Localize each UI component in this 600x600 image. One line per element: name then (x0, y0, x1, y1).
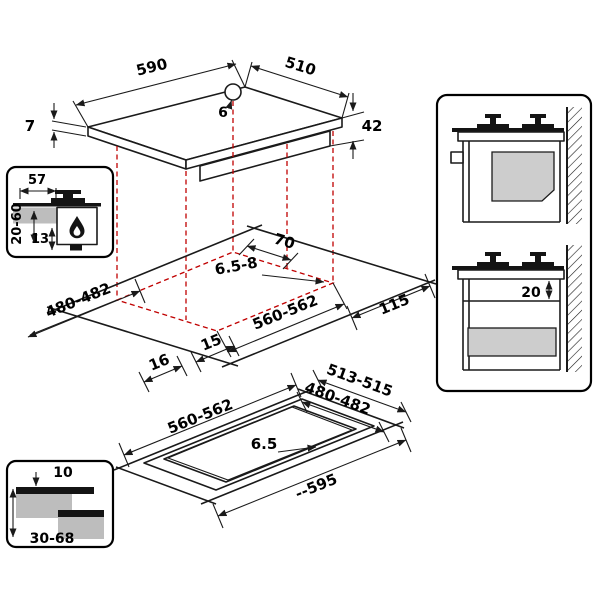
dim-glass-thickness: 7 (25, 117, 35, 135)
wall-hatching (567, 245, 582, 372)
cabinet-views-panel: 20 (435, 93, 593, 393)
side-view-top (450, 107, 582, 224)
hob-glass-side (452, 128, 564, 132)
dim-rear-clearance: 70 (272, 230, 297, 253)
burner-icon (530, 252, 546, 256)
panel-top-layer (16, 487, 94, 494)
section-inset: 57 20-60 13 (5, 165, 115, 259)
dim-hob-depth: 510 (283, 53, 318, 79)
hob-glass-side (452, 266, 564, 270)
side-knob (450, 151, 464, 164)
dim-worktop-thickness-range: 20-60 (10, 203, 25, 245)
gas-connection-stub (70, 244, 82, 251)
burner-icon (485, 252, 501, 256)
side-view-bottom: 20 (452, 245, 582, 372)
dim-recess-width: --595 (292, 470, 339, 503)
dim-connection-offset: 13 (31, 232, 49, 247)
dim-hob-height: 42 (362, 117, 383, 135)
thickness-inset: 10 30-68 (5, 459, 115, 549)
gas-inlet-marker (224, 83, 242, 101)
dim-flush-cutout-width: 560-562 (165, 395, 236, 437)
wall-hatching (567, 107, 582, 224)
burner-cap (55, 190, 81, 194)
dim-panel-thickness: 10 (53, 465, 73, 481)
dim-side-clearance: 115 (376, 290, 412, 318)
burner-icon (530, 114, 546, 118)
dim-cutout-width: 560-562 (250, 291, 321, 333)
dim-side-overhang: 16 (146, 350, 172, 375)
built-in-oven (491, 151, 555, 202)
dim-shelf-clearance: 20 (521, 285, 541, 301)
drawer (467, 327, 557, 357)
dim-burner-width: 57 (28, 173, 46, 188)
worktop-slab-thick (58, 517, 104, 539)
dim-inlet: 6 (218, 105, 228, 121)
dim-recess-step: 6.5 (251, 435, 278, 453)
dim-hob-width: 590 (134, 55, 169, 80)
hob-glass-section (13, 203, 101, 207)
dim-thickness-range: 30-68 (30, 531, 75, 547)
hob-isometric-view (87, 83, 343, 182)
flush-dimensions: 513-515 480-482 560-562 6.5 --595 (118, 360, 412, 529)
burner-icon (485, 114, 501, 118)
dim-front-overhang: 15 (198, 330, 224, 355)
